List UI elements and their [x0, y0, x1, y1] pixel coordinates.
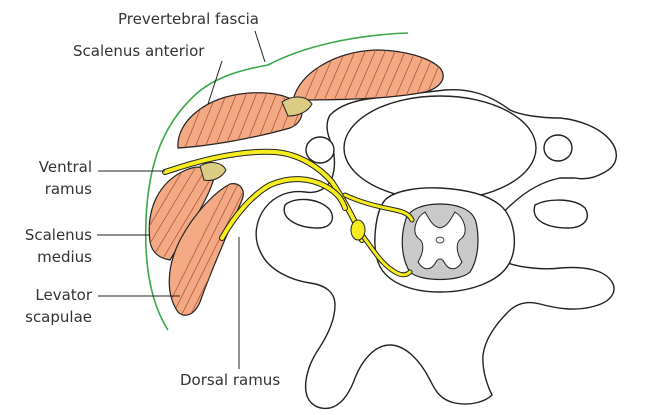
transverse-foramen-right — [544, 135, 572, 161]
label-ventral-ramus: Ventral ramus — [20, 156, 92, 200]
neural-foramen-left — [284, 199, 332, 228]
scalenus-anterior-tendon — [282, 97, 312, 116]
label-scalenus-medius-line2: medius — [4, 246, 92, 268]
dorsal-root-ganglion — [351, 220, 365, 240]
label-levator-scapulae-line2: scapulae — [4, 306, 92, 328]
label-dorsal-ramus: Dorsal ramus — [180, 369, 280, 391]
transverse-foramen-left — [306, 137, 334, 163]
neural-foramen-right — [534, 200, 587, 228]
label-ventral-ramus-line2: ramus — [20, 178, 92, 200]
label-ventral-ramus-line1: Ventral — [20, 156, 92, 178]
label-prevertebral-fascia: Prevertebral fascia — [118, 8, 259, 30]
vertebral-body — [344, 96, 536, 200]
scalenus-medius-tendon — [200, 163, 226, 181]
label-levator-scapulae: Levator scapulae — [4, 284, 92, 328]
label-levator-scapulae-line1: Levator — [4, 284, 92, 306]
label-scalenus-medius-line1: Scalenus — [4, 224, 92, 246]
label-scalenus-anterior: Scalenus anterior — [73, 40, 204, 62]
label-scalenus-medius: Scalenus medius — [4, 224, 92, 268]
leader-scalenus-anterior — [208, 61, 222, 104]
central-canal — [436, 237, 444, 243]
leader-prevertebral-fascia — [255, 31, 265, 62]
